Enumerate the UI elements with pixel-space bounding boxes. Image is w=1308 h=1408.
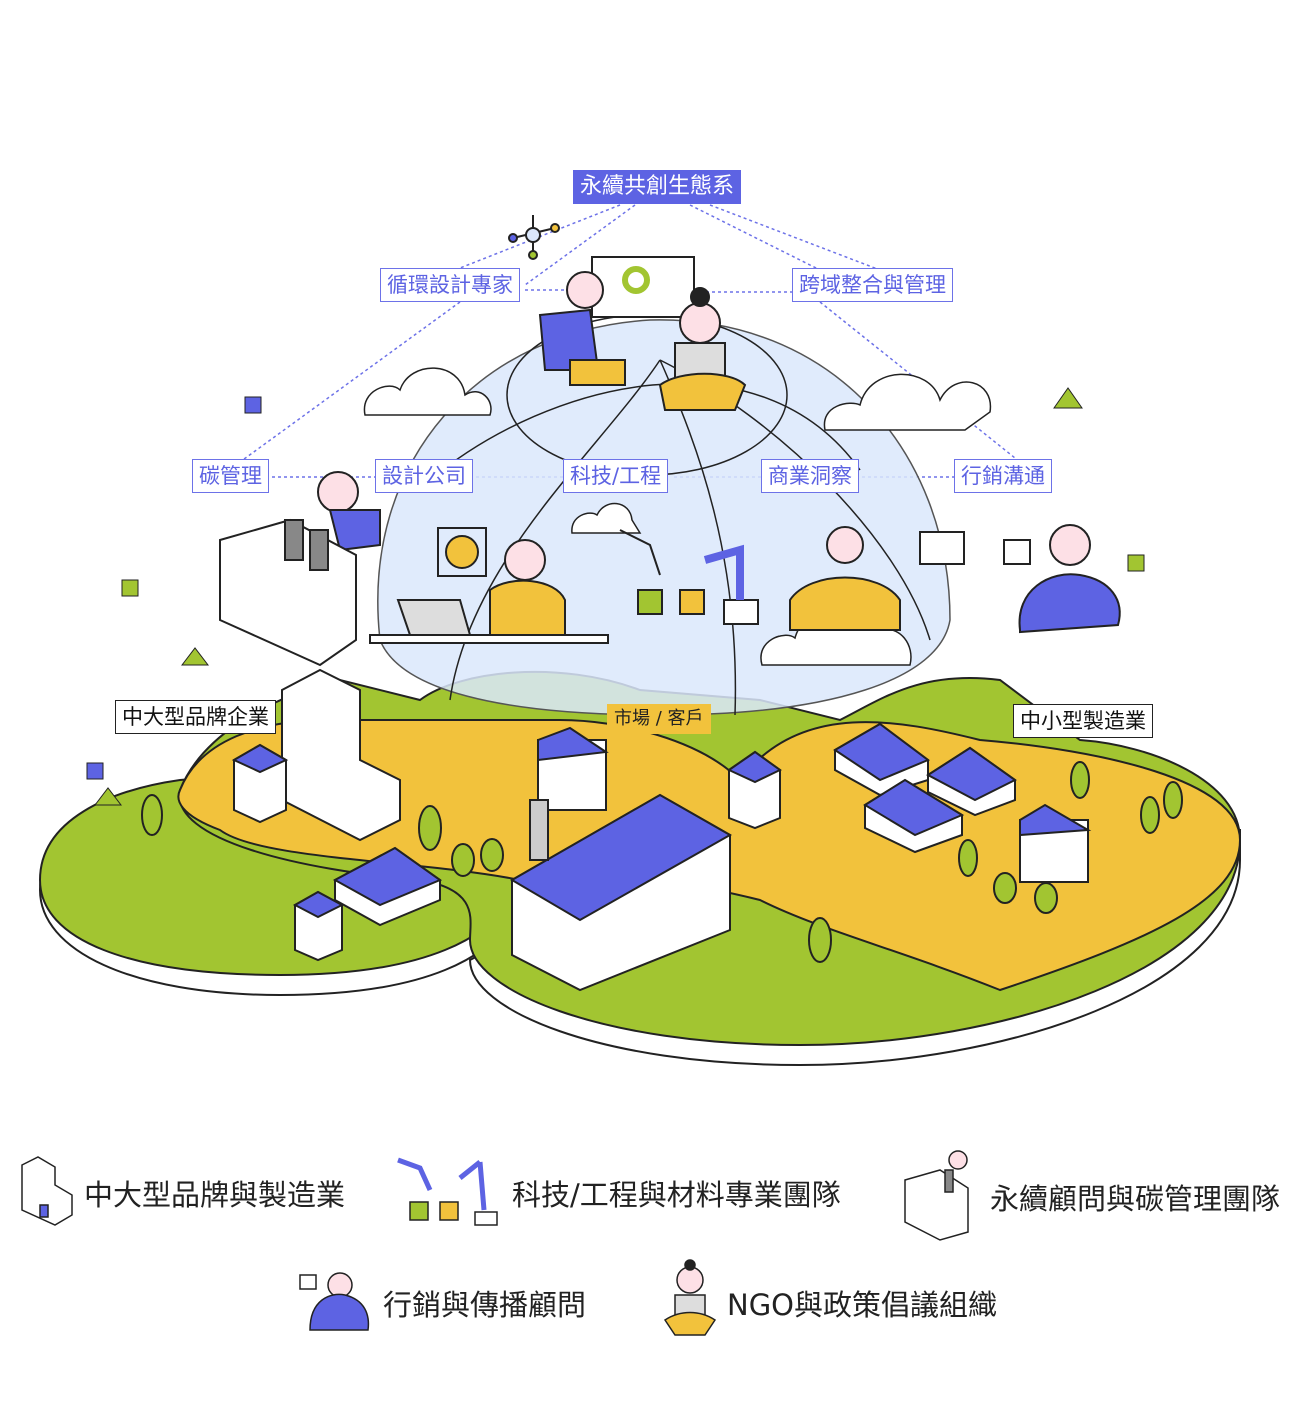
marketing-person-icon: [299, 1272, 370, 1331]
root-node-label: 永續共創生態系: [573, 170, 742, 204]
legend-label: NGO與政策倡議組織: [727, 1288, 997, 1322]
label-large-enterprise: 中大型品牌企業: [115, 700, 276, 734]
consultant-icon: [904, 1150, 969, 1241]
people-and-devices: [219, 256, 1121, 667]
legend-item: NGO與政策倡議組織: [727, 1282, 997, 1324]
legend-label: 行銷與傳播顧問: [383, 1288, 587, 1322]
decorative-shapes: [86, 387, 1145, 806]
legend-label: 中大型品牌與製造業: [84, 1178, 346, 1212]
legend-item: 科技/工程與材料專業團隊: [512, 1172, 841, 1214]
node-marketing: 行銷溝通: [954, 459, 1052, 493]
node-design-firm: 設計公司: [375, 459, 473, 493]
legend-label: 科技/工程與材料專業團隊: [512, 1178, 841, 1212]
buildings: [231, 668, 1092, 992]
trees: [141, 761, 1183, 963]
network-node-icon: [508, 215, 560, 260]
node-circular-design: 循環設計專家: [380, 268, 520, 302]
robot-arm-icon: [397, 1157, 498, 1226]
legend-item: 行銷與傳播顧問: [383, 1282, 586, 1324]
factory-building-icon: [21, 1156, 73, 1226]
label-market: 市場 / 客戶: [607, 704, 711, 734]
label-sme: 中小型製造業: [1013, 704, 1153, 738]
ngo-person-icon: [663, 1259, 717, 1336]
legend-item: 中大型品牌與製造業: [84, 1172, 345, 1214]
node-business: 商業洞察: [761, 459, 859, 493]
legend-label: 永續顧問與碳管理團隊: [990, 1182, 1281, 1216]
node-tech: 科技/工程: [563, 459, 669, 493]
node-cross-domain: 跨域整合與管理: [792, 268, 953, 302]
legend-item: 永續顧問與碳管理團隊: [990, 1176, 1280, 1218]
node-carbon: 碳管理: [192, 459, 269, 493]
legend-icons: [21, 1150, 969, 1336]
